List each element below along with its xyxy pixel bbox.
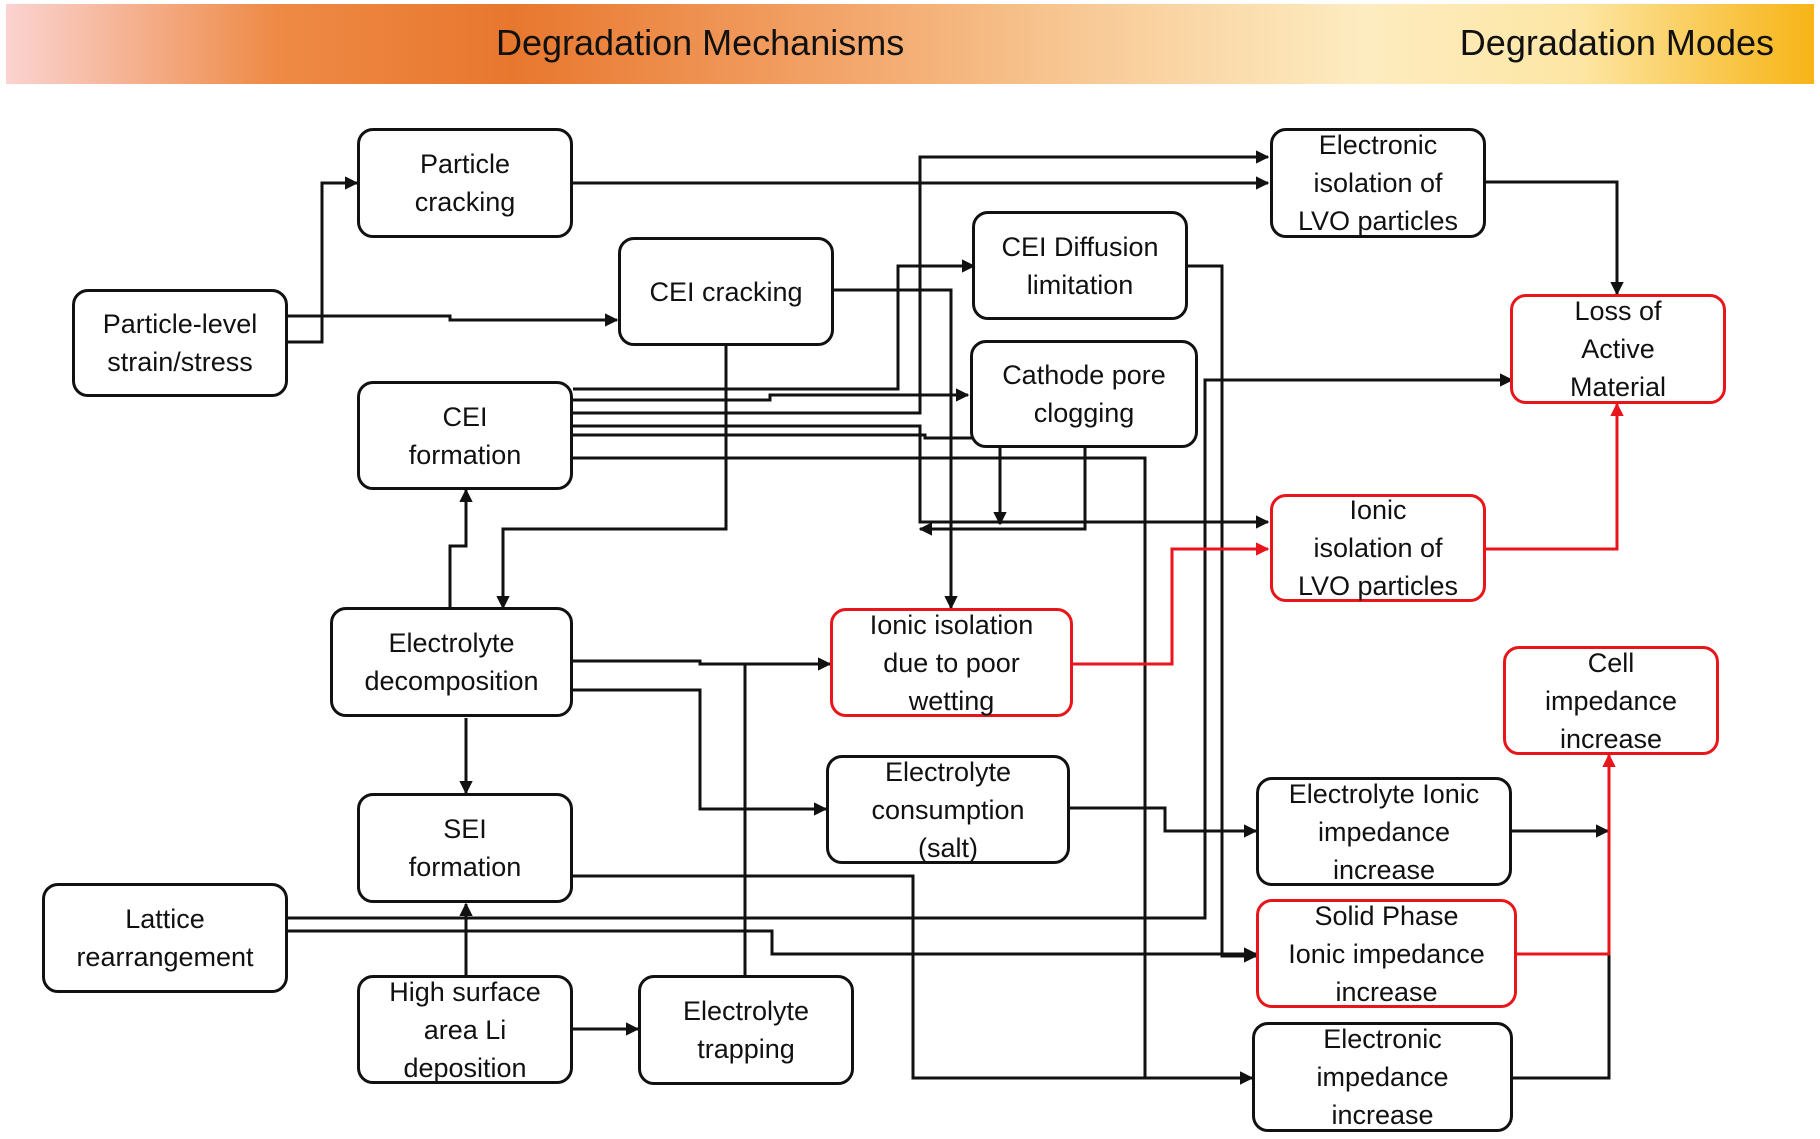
node-electrolyte-consumption: Electrolyte consumption (salt): [826, 755, 1070, 864]
edge-electrolyte-decomp-cei-formation: [448, 488, 473, 607]
edge-cei-cracking-ionic-wetting: [833, 288, 958, 610]
node-cathode-pore: Cathode pore clogging: [970, 340, 1198, 448]
node-electronic-isolation: Electronic isolation of LVO particles: [1270, 128, 1486, 238]
edge-cei-formation-cathode-pore: [573, 388, 970, 402]
edge-cei-formation-electronic-imp: [573, 433, 1007, 526]
edge-trapping-ionic-wetting: [743, 662, 830, 975]
edge-strain-particle-cracking: [288, 176, 359, 344]
edge-cei-formation-electronic-iso: [573, 150, 1270, 415]
node-electrolyte-decomposition: Electrolyte decomposition: [330, 607, 573, 717]
header-banner: Degradation Mechanisms Degradation Modes: [6, 4, 1814, 84]
node-electrolyte-ionic-impedance: Electrolyte Ionic impedance increase: [1256, 777, 1512, 886]
edge-ionic-iso-loss-active: [1486, 402, 1624, 551]
edge-cei-formation-ionic-iso: [573, 424, 1270, 529]
node-ionic-isolation: Ionic isolation of LVO particles: [1270, 494, 1486, 602]
node-loss-active-material: Loss of Active Material: [1510, 294, 1726, 404]
edge-cei-formation-cei-diffusion: [573, 259, 976, 391]
edge-strain-cei-cracking: [288, 313, 619, 327]
node-solid-phase-impedance: Solid Phase Ionic impedance increase: [1256, 899, 1517, 1008]
edge-cathode-pore-ionic-iso: [918, 448, 1087, 536]
node-ionic-isolation-wetting: Ionic isolation due to poor wetting: [830, 608, 1073, 717]
edge-consumption-electrolyte-ionic-imp: [1070, 806, 1258, 838]
edge-solid-phase-cell: [1517, 753, 1616, 956]
edge-lattice-solid-phase: [288, 929, 1258, 961]
edge-electronic-iso-loss-active: [1486, 180, 1624, 296]
node-cei-diffusion: CEI Diffusion limitation: [972, 211, 1188, 320]
edge-cei-cracking-electrolyte-decomp: [496, 345, 728, 610]
edge-ionic-wetting-ionic-iso: [1073, 542, 1270, 666]
node-electrolyte-trapping: Electrolyte trapping: [638, 975, 854, 1085]
modes-title: Degradation Modes: [1459, 22, 1774, 63]
node-cei-formation: CEI formation: [357, 381, 573, 490]
node-particle-strain: Particle-level strain/stress: [72, 289, 288, 397]
node-sei-formation: SEI formation: [357, 793, 573, 903]
edge-cei-diffusion-solid-phase: [1188, 264, 1258, 963]
edge-electronic-imp-cell: [1512, 755, 1611, 1080]
edge-electrolyte-decomp-consumption: [573, 688, 828, 816]
node-cell-impedance: Cell impedance increase: [1503, 646, 1719, 755]
node-cei-cracking: CEI cracking: [618, 237, 834, 346]
node-particle-cracking: Particle cracking: [357, 128, 573, 238]
node-high-surface-area: High surface area Li deposition: [357, 975, 573, 1084]
node-lattice-rearrangement: Lattice rearrangement: [42, 883, 288, 993]
node-electronic-impedance: Electronic impedance increase: [1252, 1022, 1513, 1132]
edge-sei-electronic-imp: [573, 874, 1254, 1085]
mechanisms-title: Degradation Mechanisms: [496, 22, 905, 63]
